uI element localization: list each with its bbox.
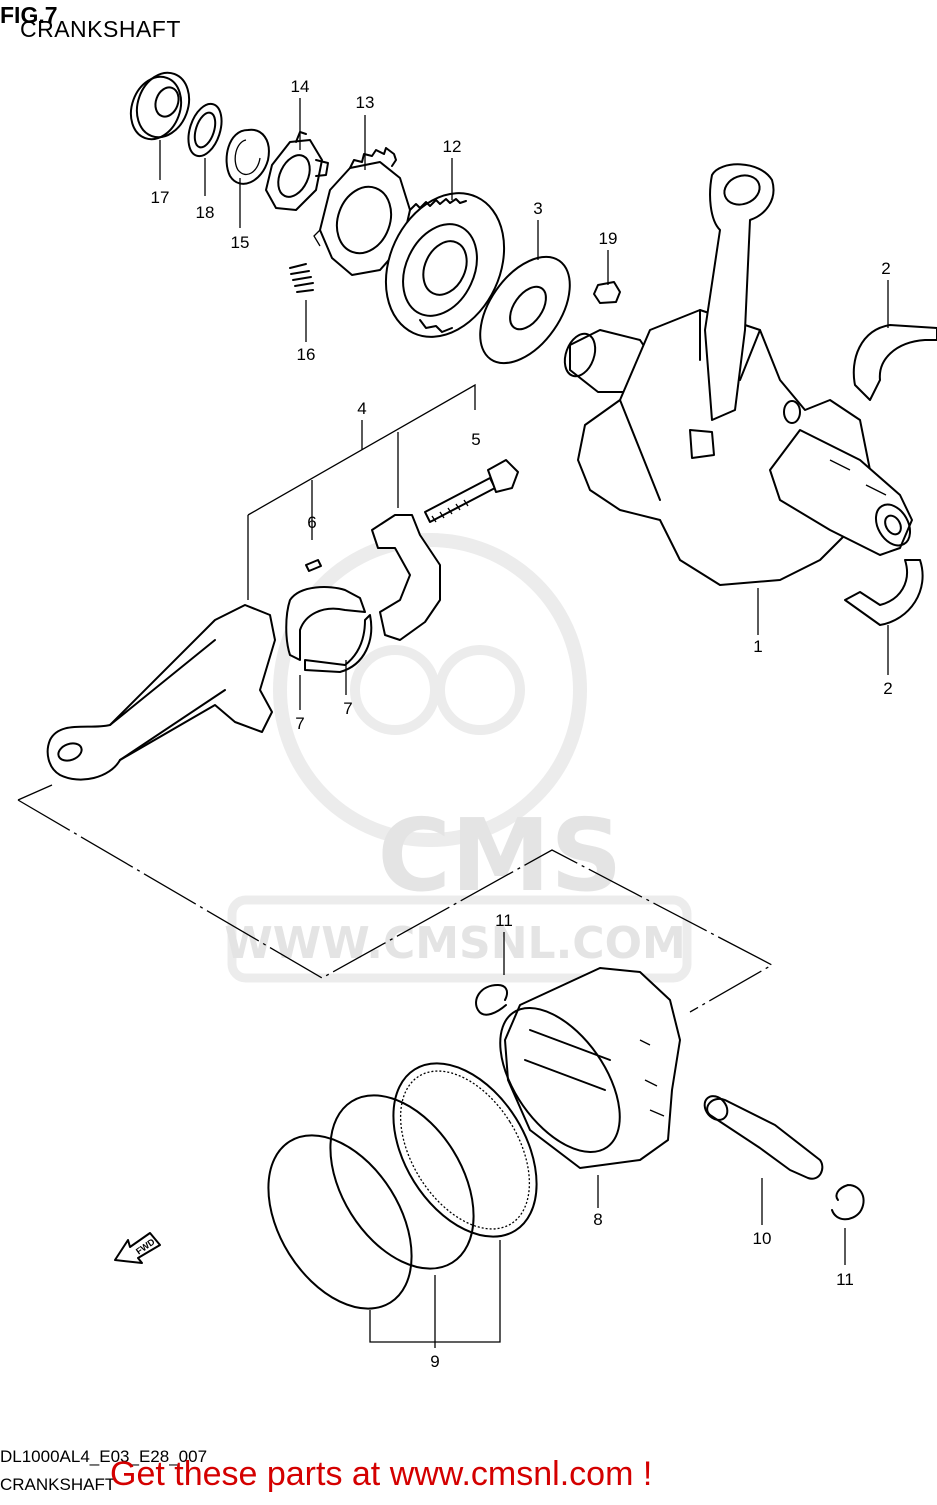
- part-3-thrust-washer: [479, 255, 571, 365]
- part-2-bearing-lower: [844, 559, 924, 626]
- watermark-url: WWW.CMSNL.COM: [224, 918, 686, 969]
- callout-9: 9: [430, 1352, 439, 1371]
- part-15-circlip: [225, 128, 270, 185]
- callout-7-left: 7: [295, 714, 304, 733]
- callout-14: 14: [291, 77, 310, 96]
- callout-12: 12: [443, 137, 462, 156]
- callout-numbers: 17 18 15 14 13 12 3 19 16 2 2 1 4 5 6 7 …: [151, 77, 893, 1371]
- callout-2-upper: 2: [881, 259, 890, 278]
- footer-diagram-code: DL1000AL4_E03_E28_007: [0, 1447, 208, 1466]
- part-4-conrod-assembly: [46, 459, 519, 781]
- figure-subtitle: CRANKSHAFT: [20, 16, 181, 42]
- callout-7-right: 7: [343, 699, 352, 718]
- callout-18: 18: [196, 203, 215, 222]
- part-2-bearing-upper: [852, 324, 937, 401]
- group-4-bracket: [247, 383, 476, 600]
- leader-lines: [159, 98, 889, 1265]
- footer-diagram-name: CRANKSHAFT: [0, 1475, 116, 1494]
- cmsnl-watermark: CMS WWW.CMSNL.COM: [224, 533, 692, 983]
- callout-17: 17: [151, 188, 170, 207]
- callout-4: 4: [357, 399, 366, 418]
- callout-1: 1: [753, 637, 762, 656]
- callout-19: 19: [599, 229, 618, 248]
- callout-8: 8: [593, 1210, 602, 1229]
- callout-10: 10: [753, 1229, 772, 1248]
- part-1-crankshaft: [563, 163, 913, 586]
- callout-13: 13: [356, 93, 375, 112]
- part-18-washer: [187, 102, 223, 158]
- part-8-piston: [499, 967, 681, 1169]
- fwd-arrow-icon: FWD: [114, 1232, 161, 1264]
- figure-number: FIG.7: [0, 2, 58, 28]
- callout-16: 16: [297, 345, 316, 364]
- part-12-gear: [384, 192, 506, 338]
- part-10-piston-pin: [703, 1095, 824, 1180]
- part-17-nut: [129, 71, 191, 141]
- assembly-outline: [17, 784, 774, 1013]
- callout-6: 6: [307, 513, 316, 532]
- part-16-spring: [289, 263, 314, 293]
- part-11-circlip-lower: [831, 1184, 865, 1221]
- promo-link[interactable]: Get these parts at www.cmsnl.com !: [110, 1455, 653, 1493]
- part-11-circlip-upper: [475, 984, 508, 1016]
- callout-3: 3: [533, 199, 542, 218]
- callout-11-lower: 11: [836, 1270, 854, 1289]
- part-14-lock-washer: [265, 131, 329, 211]
- callout-15: 15: [231, 233, 250, 252]
- callout-5: 5: [471, 430, 480, 449]
- watermark-brand: CMS: [378, 797, 623, 914]
- callout-11-upper: 11: [495, 911, 513, 930]
- group-9-bracket: [369, 1240, 501, 1348]
- part-19-key: [593, 281, 621, 304]
- part-9-piston-rings: [267, 1062, 538, 1310]
- callout-2-lower: 2: [883, 679, 892, 698]
